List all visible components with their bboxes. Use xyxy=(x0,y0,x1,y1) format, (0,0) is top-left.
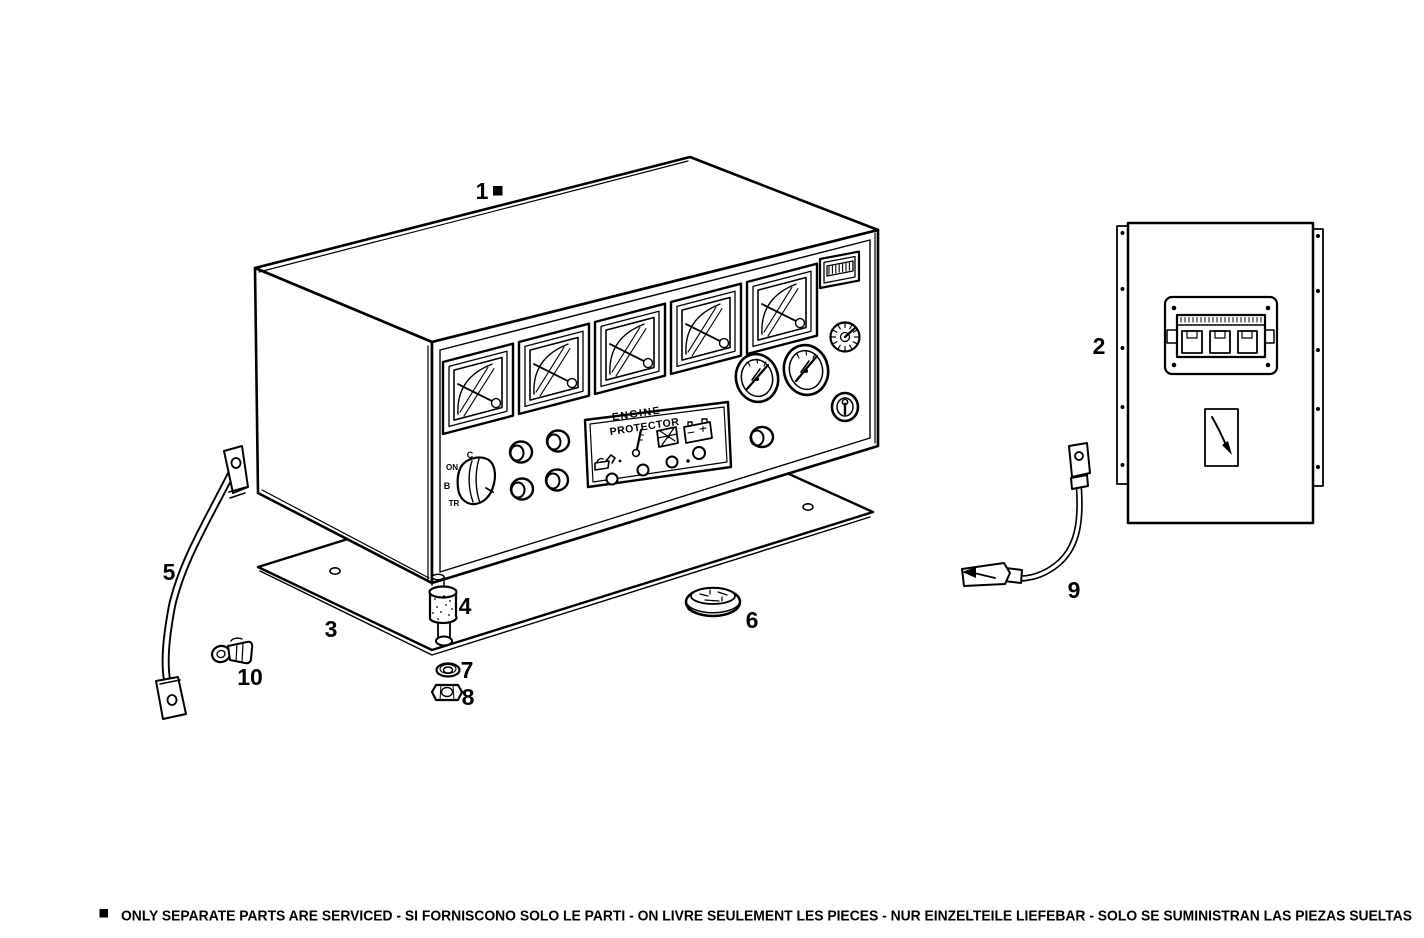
cable-terminal-top xyxy=(223,445,249,499)
square-gauge-1 xyxy=(441,342,515,436)
rotary-label-top: C xyxy=(467,450,474,460)
square-gauge-4 xyxy=(669,282,743,376)
charge-icon xyxy=(656,426,679,448)
gauge-needle xyxy=(533,363,573,384)
gauge-needle xyxy=(457,383,497,404)
rotary-switch: C ON B TR xyxy=(444,450,497,508)
gauge-scale-arc xyxy=(685,303,721,355)
needle xyxy=(794,354,819,383)
callout-6: 6 xyxy=(746,607,759,633)
flange-holes xyxy=(1120,231,1320,469)
rotary-label-upper-left: ON xyxy=(446,463,458,472)
glass-reflection xyxy=(763,286,799,337)
square-gauge-5 xyxy=(745,262,819,356)
push-button-2 xyxy=(545,429,571,453)
needle xyxy=(745,363,770,391)
square-gauges xyxy=(441,262,819,436)
gauge-needle xyxy=(609,343,649,364)
mount-texture xyxy=(432,595,453,620)
hour-counter xyxy=(818,250,861,290)
footnote: ONLY SEPARATE PARTS ARE SERVICED - SI FO… xyxy=(99,908,1412,925)
counter-window xyxy=(826,260,854,277)
footnote-text: ONLY SEPARATE PARTS ARE SERVICED - SI FO… xyxy=(121,908,1412,925)
cable-clamp xyxy=(210,637,254,665)
vibration-mount xyxy=(428,573,458,647)
jumper-terminal-top xyxy=(1068,442,1091,490)
glass-reflection xyxy=(611,326,647,377)
washer xyxy=(435,662,461,678)
square-gauge-3 xyxy=(593,302,667,396)
terminal-panel xyxy=(1116,221,1324,525)
jumper-terminal-spade xyxy=(961,562,1023,587)
oil-pressure-icon xyxy=(594,454,622,471)
callout-5: 5 xyxy=(163,559,176,585)
push-button-1 xyxy=(508,440,534,464)
gauge-scale-arc xyxy=(533,343,569,395)
round-gauge-right xyxy=(782,343,830,397)
temperature-icon xyxy=(631,428,644,458)
callout-8: 8 xyxy=(462,684,475,710)
needle-pivot xyxy=(566,377,578,389)
battery-icon xyxy=(683,418,713,444)
gauge-scale-arc xyxy=(609,323,645,375)
round-gauge-left xyxy=(734,352,780,404)
push-button-4 xyxy=(544,468,570,492)
callout-9: 9 xyxy=(1068,577,1081,603)
panel-flange-right xyxy=(1312,228,1324,487)
needle-pivot xyxy=(642,357,654,369)
counter-digits xyxy=(828,262,850,275)
cable-terminal-bottom xyxy=(155,676,187,720)
rotary-label-left: B xyxy=(444,481,451,491)
gauge-scale-arc xyxy=(457,363,493,415)
front-panel-bezel xyxy=(439,239,871,573)
push-buttons xyxy=(508,429,571,501)
callout-3: 3 xyxy=(325,616,338,642)
grommet xyxy=(684,586,742,618)
glass-reflection xyxy=(535,346,571,397)
glass-reflection xyxy=(459,366,495,417)
battery-cable-long xyxy=(155,445,249,720)
gauge-needle xyxy=(685,323,725,344)
terminal-block-assembly xyxy=(1163,295,1279,376)
needle-pivot xyxy=(718,337,730,349)
warning-label xyxy=(1204,408,1239,467)
indicator-lights xyxy=(605,446,706,486)
callout-1: 1 xyxy=(476,178,489,204)
needle-pivot xyxy=(490,397,502,409)
callout-2: 2 xyxy=(1093,333,1106,359)
callout-marker-square xyxy=(493,186,503,196)
gauge-needle xyxy=(761,303,801,324)
callouts: 1 2 3 4 5 6 78 9 10 xyxy=(163,178,1106,710)
square-gauge-2 xyxy=(517,322,591,416)
push-button-single xyxy=(749,425,775,449)
engine-protector-panel: ENGINE PROTECTOR xyxy=(583,400,733,489)
glass-reflection xyxy=(687,306,723,357)
rotary-label-lower-left: TR xyxy=(449,499,460,508)
callout-4: 4 xyxy=(459,593,472,619)
dimmer-dial xyxy=(829,321,861,353)
plate-hole-right xyxy=(802,502,814,511)
needle-pivot xyxy=(794,317,806,329)
dial-pointer xyxy=(843,326,857,339)
push-button-3 xyxy=(509,477,535,501)
gauge-scale-arc xyxy=(761,283,797,335)
key-switch xyxy=(830,391,860,423)
callout-7: 7 xyxy=(461,657,474,683)
knob-pointer xyxy=(485,487,494,493)
footnote-marker xyxy=(99,909,108,918)
plate-hole-left xyxy=(329,566,341,575)
lightning-bolt-icon xyxy=(1211,416,1227,446)
panel-flange-left xyxy=(1116,225,1129,485)
jumper-cable xyxy=(961,442,1091,587)
callout-10: 10 xyxy=(237,664,263,690)
nut xyxy=(430,683,464,702)
